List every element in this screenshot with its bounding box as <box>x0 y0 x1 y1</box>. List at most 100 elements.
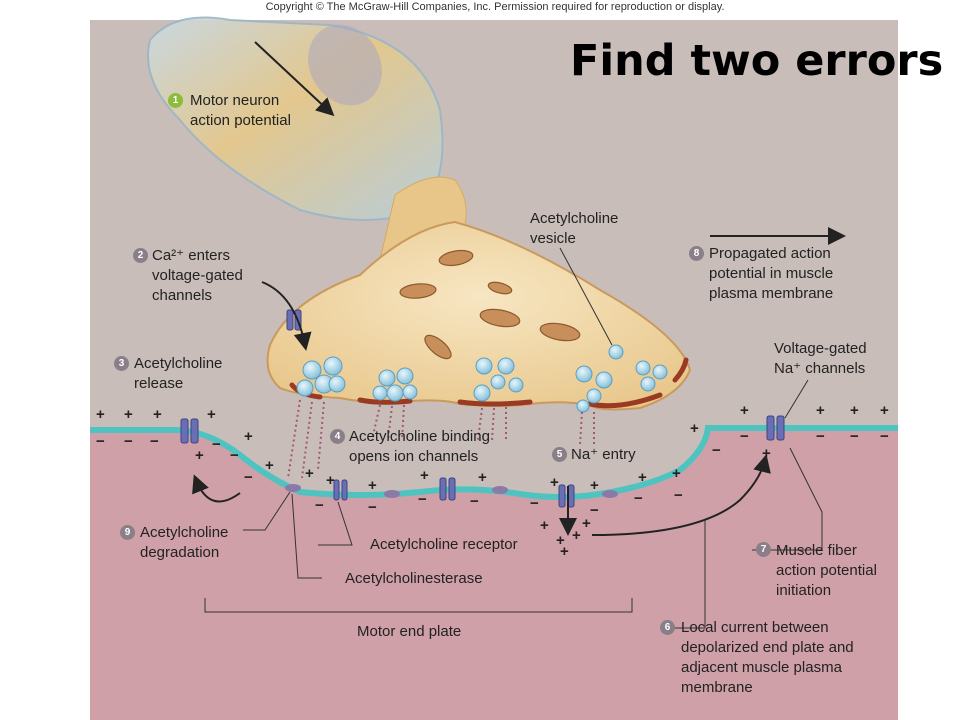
copyright-notice: Copyright © The McGraw-Hill Companies, I… <box>265 1 725 13</box>
synaptic-terminal <box>266 220 692 411</box>
svg-text:−: − <box>244 469 253 486</box>
svg-text:−: − <box>124 433 133 450</box>
svg-text:+: + <box>672 465 681 482</box>
svg-text:+: + <box>326 472 335 489</box>
step-9-label: Acetylcholine degradation <box>140 523 228 563</box>
acetylcholine-vesicles <box>296 344 668 413</box>
svg-text:+: + <box>420 467 429 484</box>
membrane-charges: ++++ −−−−− +++− +++++ −−−−− ++++ −−− +++… <box>96 402 889 560</box>
svg-text:+: + <box>153 406 162 423</box>
step-8-line-3: plasma membrane <box>709 285 834 302</box>
step-6-line-3: adjacent muscle plasma <box>681 659 842 676</box>
active-zones <box>289 357 689 409</box>
step-9-line-1: Acetylcholine <box>140 524 229 541</box>
step-badge-7: 7 <box>756 542 771 557</box>
step-8-line-2: potential in muscle <box>709 265 834 282</box>
svg-text:+: + <box>244 428 253 445</box>
svg-text:−: − <box>590 502 599 519</box>
motor-end-plate-label: Motor end plate <box>357 623 462 640</box>
step-3-label: Acetylcholine release <box>134 354 222 394</box>
action-potential-arrow <box>254 41 335 117</box>
svg-text:+: + <box>305 465 314 482</box>
degradation-cycle-arrow <box>192 474 241 503</box>
calcium-channel <box>286 309 302 331</box>
svg-text:+: + <box>572 527 581 544</box>
svg-text:+: + <box>265 457 274 474</box>
step-badge-4: 4 <box>330 429 345 444</box>
svg-text:−: − <box>674 487 683 504</box>
step-1-line-1: Motor neuron <box>190 92 280 109</box>
acetylcholinesterase-label: Acetylcholinesterase <box>345 570 483 587</box>
na-channels-label-line-1: Voltage-gated <box>774 340 867 357</box>
na-channels-label-line-2: Na⁺ channels <box>774 360 866 377</box>
svg-text:+: + <box>96 406 105 423</box>
svg-text:+: + <box>880 402 889 419</box>
svg-text:−: − <box>212 436 221 453</box>
step-4-line-2: opens ion channels <box>349 448 479 465</box>
svg-text:+: + <box>638 469 647 486</box>
step-7-line-3: initiation <box>776 582 832 599</box>
step-7-line-1: Muscle fiber <box>776 542 857 559</box>
svg-text:+: + <box>816 402 825 419</box>
step-1-line-2: action potential <box>190 112 291 129</box>
step-6-line-2: depolarized end plate and <box>681 639 854 656</box>
svg-text:−: − <box>315 497 324 514</box>
voltage-gated-na-channels <box>180 415 785 444</box>
svg-text:+: + <box>740 402 749 419</box>
svg-text:+: + <box>762 445 771 462</box>
svg-text:+: + <box>540 517 549 534</box>
step-6-label: Local current between depolarized end pl… <box>681 618 854 698</box>
muscle-membrane <box>90 425 898 500</box>
leader-lines <box>204 247 823 629</box>
svg-text:+: + <box>368 477 377 494</box>
svg-text:−: − <box>740 428 749 445</box>
svg-text:−: − <box>816 428 825 445</box>
step-8-label: Propagated action potential in muscle pl… <box>709 244 833 304</box>
vesicle-label-line-2: vesicle <box>530 230 576 247</box>
step-3-line-1: Acetylcholine <box>134 355 223 372</box>
step-7-line-2: action potential <box>776 562 877 579</box>
step-8-line-1: Propagated action <box>709 245 831 262</box>
voltage-gated-na-channels-label: Voltage-gated Na⁺ channels <box>774 339 867 379</box>
step-badge-5: 5 <box>552 447 567 462</box>
step-badge-1: 1 <box>168 93 183 108</box>
mitochondria <box>399 249 581 360</box>
step-6-line-1: Local current between <box>681 619 829 636</box>
svg-text:+: + <box>850 402 859 419</box>
acetylcholine-receptors <box>333 477 575 508</box>
svg-text:+: + <box>582 515 591 532</box>
step-badge-8: 8 <box>689 246 704 261</box>
svg-text:+: + <box>550 474 559 491</box>
svg-text:−: − <box>530 495 539 512</box>
step-6-line-4: membrane <box>681 679 753 696</box>
vesicle-label-line-1: Acetylcholine <box>530 210 619 227</box>
calcium-entry-arrow <box>261 281 312 351</box>
step-badge-3: 3 <box>114 356 129 371</box>
headline-find-two-errors: Find two errors <box>570 36 944 86</box>
svg-text:+: + <box>195 447 204 464</box>
svg-text:−: − <box>850 428 859 445</box>
step-4-label: Acetylcholine binding opens ion channels <box>349 427 490 467</box>
svg-text:+: + <box>590 477 599 494</box>
svg-text:−: − <box>470 493 479 510</box>
step-7-label: Muscle fiber action potential initiation <box>776 541 877 601</box>
step-1-label: Motor neuron action potential <box>190 91 291 131</box>
step-5-label: Na⁺ entry <box>571 445 636 465</box>
svg-text:−: − <box>634 490 643 507</box>
svg-text:−: − <box>150 433 159 450</box>
acetylcholine-vesicle-label: Acetylcholine vesicle <box>530 209 618 249</box>
step-2-label: Ca²⁺ enters voltage-gated channels <box>152 246 243 306</box>
svg-text:−: − <box>230 447 239 464</box>
svg-text:−: − <box>880 428 889 445</box>
acetylcholinesterase-molecules <box>285 484 618 498</box>
svg-text:−: − <box>712 442 721 459</box>
svg-text:+: + <box>556 532 565 549</box>
step-4-line-1: Acetylcholine binding <box>349 428 490 445</box>
step-3-line-2: release <box>134 375 184 392</box>
step-2-line-1: Ca²⁺ enters <box>152 247 230 264</box>
step-5-line-1: Na⁺ entry <box>571 446 636 463</box>
svg-text:+: + <box>560 543 569 560</box>
svg-text:−: − <box>96 433 105 450</box>
